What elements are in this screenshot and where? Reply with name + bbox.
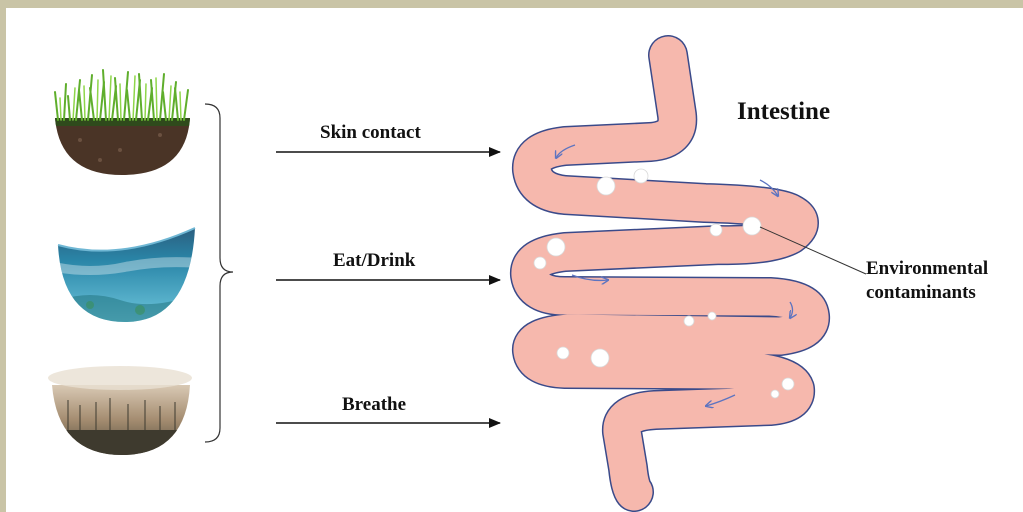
smog-air-icon	[48, 366, 192, 455]
soil-grass-icon	[50, 70, 195, 175]
contaminants-label-line1: Environmental	[866, 257, 988, 281]
contaminants-label-line2: contaminants	[866, 281, 976, 305]
breathe-label: Breathe	[342, 394, 406, 416]
water-ocean-icon	[55, 228, 200, 325]
skin-contact-label: Skin contact	[320, 122, 421, 144]
intestine-title: Intestine	[737, 98, 830, 126]
grouping-bracket	[205, 104, 233, 442]
eat-drink-label: Eat/Drink	[333, 250, 415, 272]
